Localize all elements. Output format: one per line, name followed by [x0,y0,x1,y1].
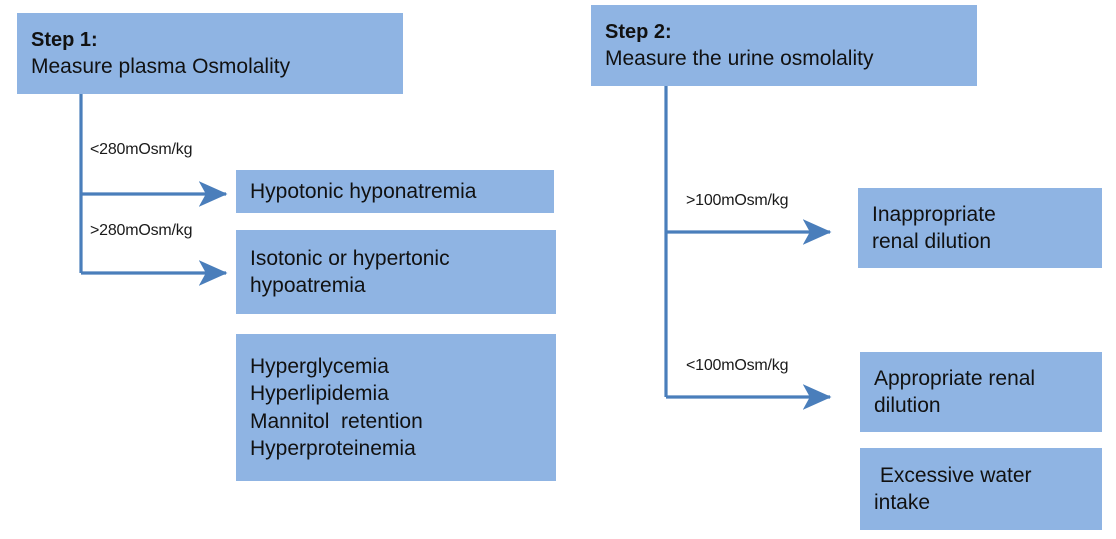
outcome-isotonic-line2: hypoatremia [250,274,366,297]
cause-item-1: Hyperglycemia [250,354,389,378]
step2-edge-label-2: <100mOsm/kg [686,357,789,374]
step1-header-title: Step 1: [31,28,98,51]
step2-header-subtitle: Measure the urine osmolality [605,46,874,70]
outcome-hypotonic-hyponatremia: Hypotonic hyponatremia [236,170,554,213]
outcome-isotonic-hypertonic: Isotonic or hypertonic hypoatremia [236,230,556,314]
outcome-inappropriate-line2: renal dilution [872,230,992,253]
outcome-isotonic-line1: Isotonic or hypertonic [250,246,450,270]
outcome-inappropriate-line1: Inappropriate [872,202,996,226]
cause-item-3: Mannitol retention [250,409,423,433]
outcome-causes-list: Hyperglycemia Hyperlipidemia Mannitol re… [236,334,556,481]
step2-edge-label-1: >100mOsm/kg [686,192,789,209]
cause-item-4: Hyperproteinemia [250,436,416,460]
step1-edge-label-2: >280mOsm/kg [90,222,193,239]
outcome-appropriate-line1: Appropriate renal [874,366,1036,390]
step1-header-subtitle: Measure plasma Osmolality [31,54,291,78]
outcome-appropriate-renal-dilution: Appropriate renal dilution [860,352,1102,432]
outcome-excessive-water-intake: Excessive water intake [860,448,1102,530]
outcome-hypotonic-label: Hypotonic hyponatremia [250,179,477,203]
step2-header-title: Step 2: [605,20,672,43]
step1-edge-label-1: <280mOsm/kg [90,141,193,158]
cause-item-2: Hyperlipidemia [250,382,389,406]
outcome-excessive-line2: intake [874,491,931,514]
outcome-appropriate-line2: dilution [874,394,941,417]
step2-header-node: Step 2: Measure the urine osmolality [591,5,977,86]
outcome-inappropriate-renal-dilution: Inappropriate renal dilution [858,188,1102,268]
outcome-excessive-line1: Excessive water [874,463,1032,487]
step1-header-node: Step 1: Measure plasma Osmolality [17,13,403,94]
